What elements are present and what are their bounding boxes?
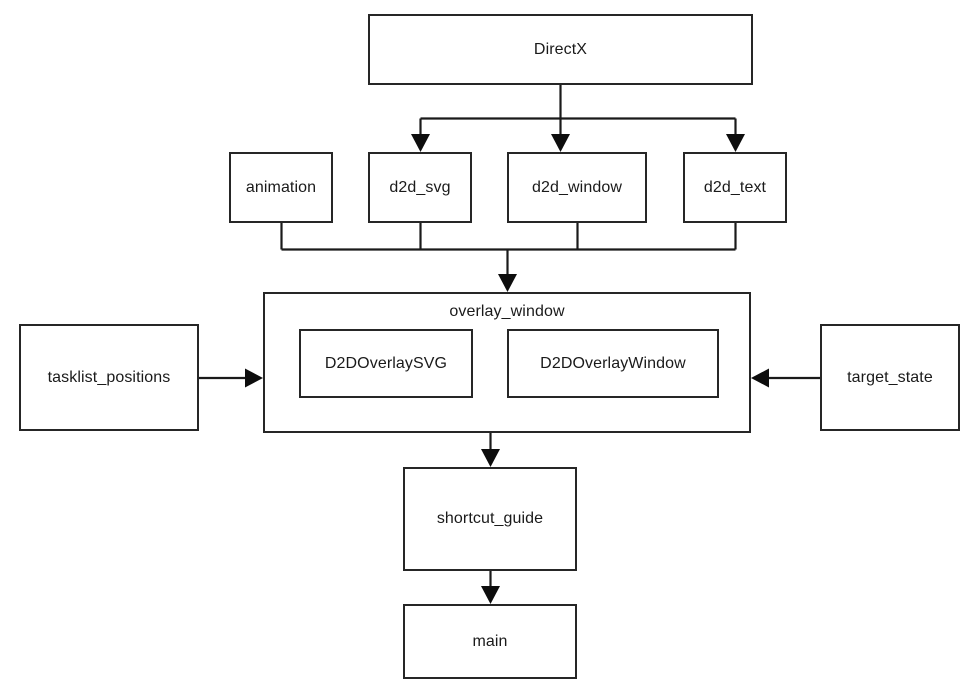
arrowhead-overlay_window-top xyxy=(498,274,517,292)
node-d2doverlaysvg-label: D2DOverlaySVG xyxy=(324,354,448,372)
arrowhead-main xyxy=(481,586,500,604)
node-shortcut-guide-label: shortcut_guide xyxy=(436,510,544,528)
arrowhead-d2d_text xyxy=(726,134,745,152)
node-main-label: main xyxy=(472,632,508,650)
arrowhead-d2d_svg xyxy=(411,134,430,152)
node-overlay-window-label: overlay_window xyxy=(449,303,565,320)
node-directx[interactable]: DirectX xyxy=(368,14,753,85)
node-target-state[interactable]: target_state xyxy=(820,324,960,431)
node-shortcut-guide[interactable]: shortcut_guide xyxy=(403,467,577,571)
node-animation[interactable]: animation xyxy=(229,152,333,223)
node-main[interactable]: main xyxy=(403,604,577,679)
node-d2doverlaywindow-label: D2DOverlayWindow xyxy=(540,354,686,372)
node-d2d-window-label: d2d_window xyxy=(532,178,622,196)
node-d2doverlaywindow[interactable]: D2DOverlayWindow xyxy=(507,329,719,398)
node-d2d-svg-label: d2d_svg xyxy=(389,178,451,196)
node-d2d-text-label: d2d_text xyxy=(703,178,767,196)
node-d2d-text[interactable]: d2d_text xyxy=(683,152,787,223)
node-d2d-svg[interactable]: d2d_svg xyxy=(368,152,472,223)
node-tasklist-positions[interactable]: tasklist_positions xyxy=(19,324,199,431)
arrowhead-overlay_window-right xyxy=(751,368,769,388)
node-directx-label: DirectX xyxy=(533,40,588,58)
node-d2doverlaysvg[interactable]: D2DOverlaySVG xyxy=(299,329,473,398)
node-animation-label: animation xyxy=(245,178,317,196)
node-overlay-window[interactable]: overlay_window xyxy=(263,292,751,433)
node-target-state-label: target_state xyxy=(847,368,933,386)
arrowhead-overlay_window-left xyxy=(245,368,263,388)
node-d2d-window[interactable]: d2d_window xyxy=(507,152,647,223)
arrowhead-d2d_window xyxy=(551,134,570,152)
node-tasklist-positions-label: tasklist_positions xyxy=(47,368,171,386)
arrowhead-shortcut_guide xyxy=(481,449,500,467)
